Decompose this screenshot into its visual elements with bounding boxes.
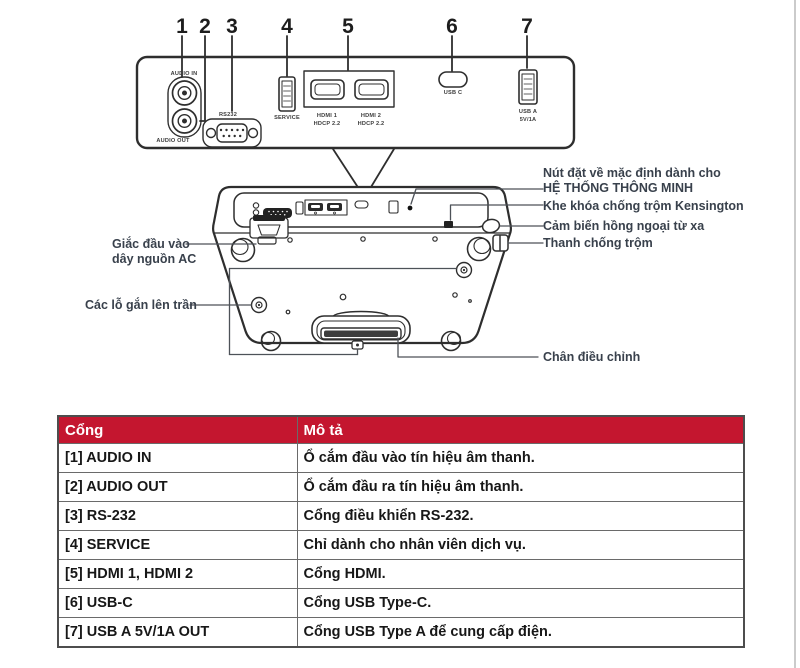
reset-label-line1: Nút đặt về mặc định dành cho [543,166,721,180]
mini-audio-in-icon [252,202,260,209]
rs232-port: RS232 [202,112,262,148]
projector-feet [230,236,492,352]
port-cell: [7] USB A 5V/1A OUT [57,617,298,648]
kensington-slot-icon [444,221,453,228]
port-number-2: 2 [199,15,211,38]
usb-a-label: USB A [519,109,537,115]
mini-hdmi-icons [304,199,348,216]
service-label: SERVICE [274,115,300,121]
usb-a-icon [518,69,538,105]
port-table-container: Cổng Mô tả [1] AUDIO IN Ổ cắm đầu vào tí… [57,415,745,648]
audio-out-jack-icon [171,108,198,134]
usb-c-label: USB C [444,90,462,96]
header-cell-port: Cổng [57,415,298,444]
description-cell: Chỉ dành cho nhân viên dịch vụ. [296,530,745,560]
port-number-6: 6 [446,15,458,38]
description-cell: Cổng HDMI. [296,559,745,589]
reset-label-line2: HỆ THỐNG THÔNG MINH [543,180,693,195]
hdmi1-icon [310,79,345,100]
port-number-7: 7 [521,15,533,38]
table-row: [3] RS-232 Cổng điều khiển RS-232. [57,501,745,531]
audio-in-label: AUDIO IN [171,71,198,77]
port-number-5: 5 [342,15,354,38]
ir-sensor-icon [481,218,501,234]
port-cell: [4] SERVICE [57,530,298,560]
audio-jacks: AUDIO IN AUDIO OUT [156,71,202,144]
mini-port-icons [249,199,413,245]
bottom-view-diagram: Nút đặt về mặc định dành cho HỆ THỐNG TH… [85,166,744,364]
number-leader-lines [181,35,528,122]
kensington-label: Khe khóa chống trộm Kensington [543,199,744,213]
header-cell-description: Mô tả [296,415,745,444]
service-usb-icon [278,76,296,112]
port-cell: [1] AUDIO IN [57,443,298,473]
description-cell: Ổ cắm đầu vào tín hiệu âm thanh. [296,443,745,473]
security-bar-label: Thanh chống trộm [543,236,653,250]
usb-a-current-label: 5V/1A [520,117,537,123]
hdmi1-hdcp-label: HDCP 2.2 [314,121,341,127]
mini-service-icon [295,201,304,215]
port-cell: [5] HDMI 1, HDMI 2 [57,559,298,589]
description-cell: Cổng USB Type A để cung cấp điện. [296,617,745,648]
ac-power-label-line2: dây nguồn AC [112,252,196,266]
panel-location-pointer [332,148,395,193]
description-cell: Ổ cắm đầu ra tín hiệu âm thanh. [296,472,745,502]
hdmi1-label: HDMI 1 [317,113,337,119]
ir-sensor-label: Cảm biến hồng ngoại từ xa [543,219,705,233]
table-row: [1] AUDIO IN Ổ cắm đầu vào tín hiệu âm t… [57,443,745,473]
hdmi-ports: HDMI 1 HDCP 2.2 HDMI 2 HDCP 2.2 [303,70,395,127]
mini-usb-c-icon [354,200,369,209]
port-number-4: 4 [281,15,293,38]
ac-power-label-line1: Giắc đầu vào [112,236,190,251]
rs232-label: RS232 [219,112,237,118]
reset-button-icon [407,205,413,211]
hdmi2-icon [354,79,389,100]
service-port: SERVICE [274,76,300,121]
bottom-center-mount-tab [351,340,364,350]
description-cell: Cổng USB Type-C. [296,588,745,618]
ac-inlet-icon [249,215,289,245]
page-edge [794,0,796,668]
port-cell: [3] RS-232 [57,501,298,531]
table-row: [2] AUDIO OUT Ổ cắm đầu ra tín hiệu âm t… [57,472,745,502]
table-row: [5] HDMI 1, HDMI 2 Cổng HDMI. [57,559,745,589]
hdmi2-hdcp-label: HDCP 2.2 [358,121,385,127]
port-number-1: 1 [176,15,188,38]
rs232-connector-icon [202,118,262,148]
adjustable-foot-icon [311,310,411,344]
projector-diagram: 1 2 3 4 5 6 7 [85,15,744,364]
table-header-row: Cổng Mô tả [57,415,745,444]
security-bar-icon [492,234,509,252]
table-row: [6] USB-C Cổng USB Type-C. [57,588,745,618]
hdmi2-label: HDMI 2 [361,113,381,119]
audio-out-label: AUDIO OUT [156,138,190,144]
mini-usb-a-icon [388,200,399,214]
table-row: [4] SERVICE Chỉ dành cho nhân viên dịch … [57,530,745,560]
port-numbers: 1 2 3 4 5 6 7 [176,15,533,38]
ceiling-mount-hole-right [455,261,473,279]
rear-panel-outline [135,55,576,150]
port-number-3: 3 [226,15,238,38]
label-leader-lines [185,188,544,358]
usb-a-port: USB A 5V/1A [518,69,538,123]
table-row: [7] USB A 5V/1A OUT Cổng USB Type A để c… [57,617,745,648]
usb-c-port: USB C [438,71,468,96]
description-cell: Cổng điều khiển RS-232. [296,501,745,531]
usb-c-icon [438,71,468,88]
adjust-foot-label: Chân điều chỉnh [543,350,640,364]
port-cell: [6] USB-C [57,588,298,618]
port-cell: [2] AUDIO OUT [57,472,298,502]
port-description-table: Cổng Mô tả [1] AUDIO IN Ổ cắm đầu vào tí… [57,415,745,648]
audio-in-jack-icon [171,80,198,106]
ceiling-holes-label: Các lỗ gắn lên trần [85,297,197,312]
rear-panel-diagram: 1 2 3 4 5 6 7 [135,15,576,193]
connector-recess [233,192,489,228]
